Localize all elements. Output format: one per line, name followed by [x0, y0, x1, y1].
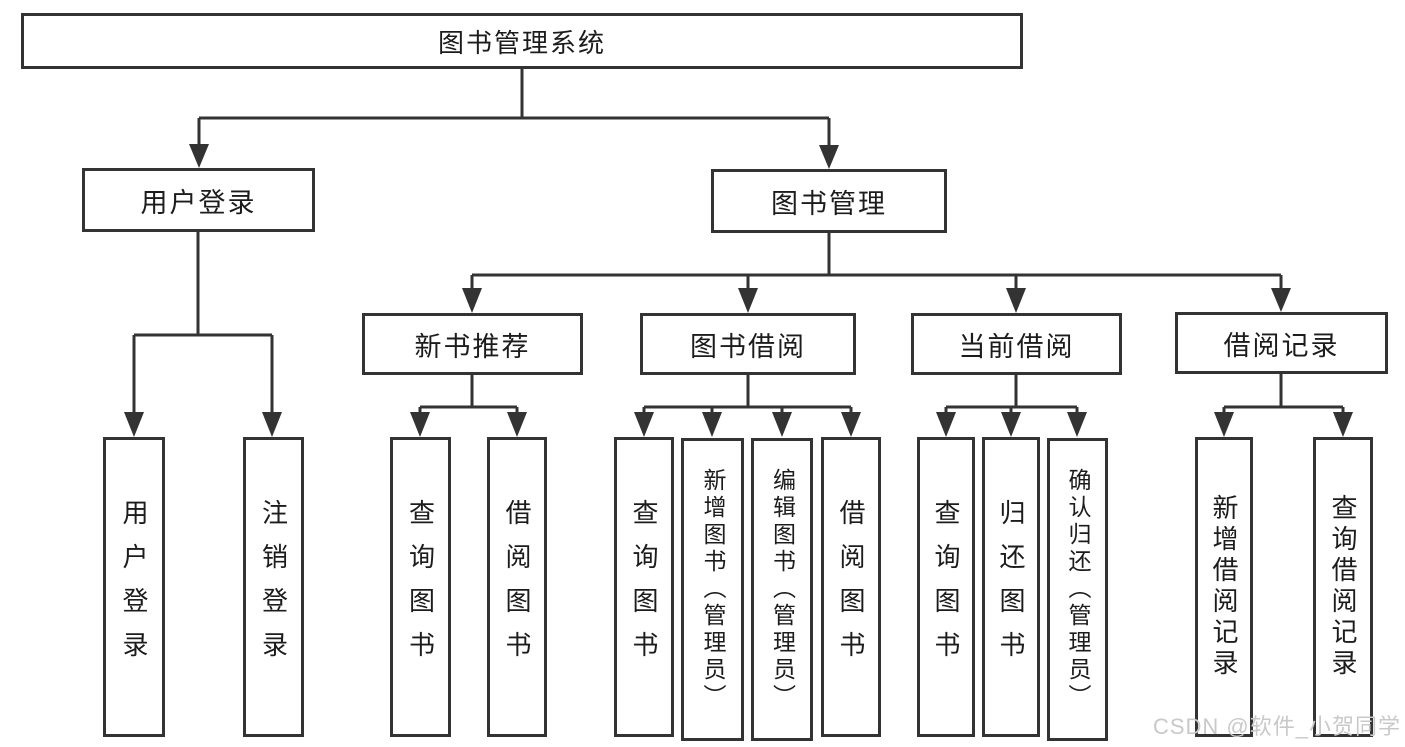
- leaf-add-borrow-record-label: 新增借阅记录: [1209, 494, 1239, 680]
- node-root-label: 图书管理系统: [437, 27, 606, 58]
- leaf-query-books-current-label: 查询图书: [931, 499, 961, 675]
- leaf-query-books-recommend-label: 查询图书: [405, 499, 436, 675]
- node-book-management-label: 图书管理: [771, 188, 887, 219]
- arrowheads: [124, 144, 1353, 437]
- node-book-borrow-label: 图书借阅: [690, 331, 806, 362]
- node-user-login-label: 用户登录: [140, 187, 257, 218]
- leaf-return-books-label: 归还图书: [996, 499, 1026, 675]
- leaf-logout: 注销登录: [243, 437, 304, 737]
- node-borrow-records: 借阅记录: [1175, 312, 1388, 374]
- node-book-management: 图书管理: [711, 169, 947, 233]
- leaf-add-books-admin: 新增图书（管理员）: [681, 438, 744, 741]
- node-borrow-records-label: 借阅记录: [1223, 330, 1340, 361]
- leaf-borrow-books-recommend: 借阅图书: [487, 437, 547, 737]
- leaf-borrow-books-label: 借阅图书: [836, 499, 866, 675]
- node-current-borrow-label: 当前借阅: [958, 331, 1075, 362]
- node-current-borrow: 当前借阅: [911, 313, 1122, 375]
- leaf-return-books: 归还图书: [982, 437, 1040, 737]
- node-user-login: 用户登录: [82, 168, 315, 232]
- leaf-user-login-label: 用户登录: [119, 499, 149, 675]
- leaf-query-books-borrow-label: 查询图书: [629, 499, 659, 675]
- leaf-add-borrow-record: 新增借阅记录: [1195, 437, 1253, 737]
- leaf-borrow-books-recommend-label: 借阅图书: [502, 499, 532, 675]
- node-book-borrow: 图书借阅: [640, 313, 856, 375]
- leaf-edit-books-admin: 编辑图书（管理员）: [751, 438, 813, 741]
- csdn-watermark: CSDN @软件_小贺同学: [1152, 714, 1401, 739]
- node-new-book-recommend: 新书推荐: [362, 313, 583, 375]
- leaf-add-books-admin-label: 新增图书（管理员）: [700, 468, 726, 711]
- leaf-query-books-recommend: 查询图书: [390, 437, 451, 737]
- leaf-query-borrow-record: 查询借阅记录: [1313, 437, 1373, 737]
- leaf-query-books-current: 查询图书: [917, 437, 975, 737]
- leaf-user-login: 用户登录: [103, 437, 165, 737]
- leaf-query-borrow-record-label: 查询借阅记录: [1328, 494, 1358, 680]
- leaf-borrow-books: 借阅图书: [821, 437, 881, 737]
- leaf-confirm-return-admin-label: 确认归还（管理员）: [1065, 468, 1091, 711]
- leaf-confirm-return-admin: 确认归还（管理员）: [1047, 438, 1108, 741]
- leaf-edit-books-admin-label: 编辑图书（管理员）: [769, 468, 796, 711]
- leaf-query-books-borrow: 查询图书: [614, 437, 674, 737]
- node-root: 图书管理系统: [21, 13, 1023, 69]
- leaf-logout-label: 注销登录: [258, 499, 289, 675]
- node-new-book-recommend-label: 新书推荐: [414, 331, 531, 362]
